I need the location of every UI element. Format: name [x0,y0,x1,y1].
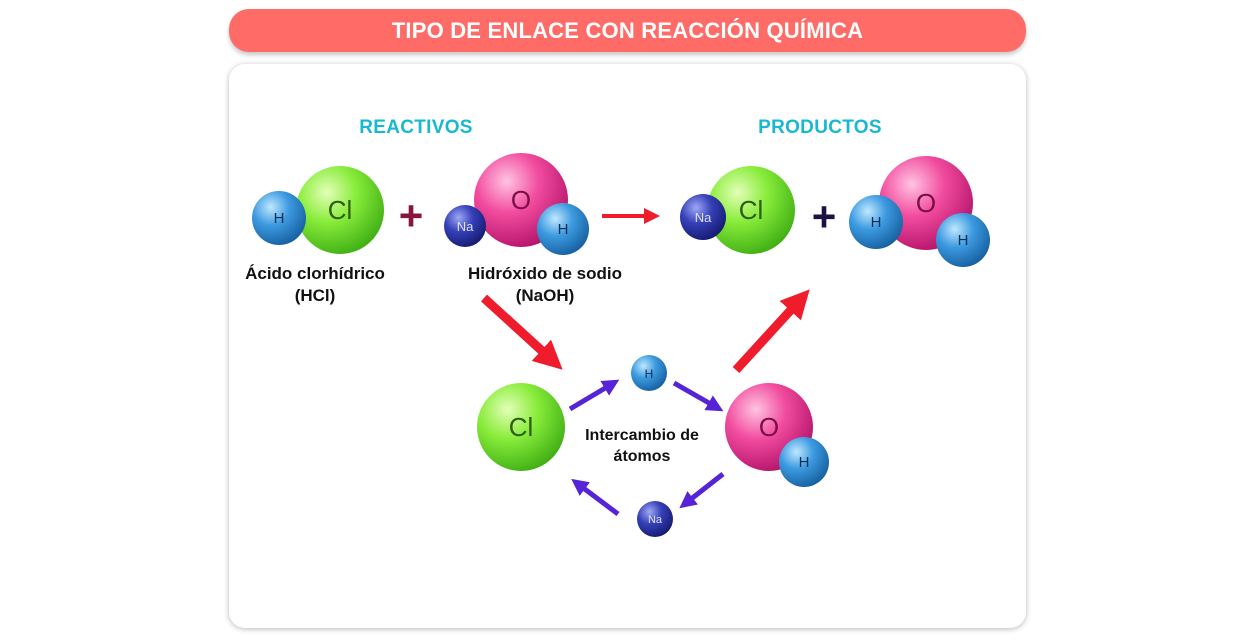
products-heading: PRODUCTOS [758,117,882,138]
exchange-hydrogen-atom: H [631,355,667,391]
sodium-atom: Na [444,205,486,247]
hydrogen-atom: H [779,437,829,487]
exchange-line-2: átomos [613,448,671,465]
naoh-molecule: O Na H [444,153,589,255]
atom-label: O [511,185,531,215]
atom-label: H [274,210,285,227]
exchange-hydroxide: O H [725,383,829,487]
atom-label: H [958,232,969,249]
naoh-name: Hidróxido de sodio [468,264,622,283]
atom-label: Cl [739,195,764,225]
atom-label: Na [648,514,663,526]
naoh-formula: (NaOH) [515,286,575,305]
atom-label: H [799,454,810,471]
water-molecule: O H H [849,156,990,267]
hydrogen-atom: H [252,191,306,245]
dissociation-arrow [480,294,563,370]
plus-operator: + [812,193,837,240]
exchange-arrow [568,379,620,412]
exchange-arrow [679,472,725,509]
hydrogen-atom: H [537,203,589,255]
atom-label: Na [695,210,712,225]
atom-label: H [871,214,882,231]
exchange-arrow [672,380,724,412]
hcl-formula: (HCl) [294,286,336,305]
diagram-card [229,64,1026,628]
hydrogen-atom: H [849,195,903,249]
plus-operator: + [399,192,424,239]
atom-label: H [645,367,654,381]
hcl-molecule: Cl H [252,166,384,254]
chlorine-atom: Cl [707,166,795,254]
hydrogen-atom: H [936,213,990,267]
exchange-line-1: Intercambio de [585,427,699,444]
atom-label: O [759,412,779,442]
atom-label: Cl [509,412,534,442]
sodium-atom: Na [680,194,726,240]
exchange-chlorine-atom: Cl [477,383,565,471]
atom-label: Na [457,219,474,234]
exchange-arrow [571,478,620,516]
page-title: TIPO DE ENLACE CON REACCIÓN QUÍMICA [229,9,1026,52]
atom-label: O [916,188,936,218]
exchange-label: Intercambio de átomos [570,425,714,467]
recombination-arrow [732,289,810,374]
atom-label: Cl [328,195,353,225]
reactants-heading: REACTIVOS [359,117,473,138]
nacl-molecule: Cl Na [680,166,795,254]
hcl-name: Ácido clorhídrico [245,264,385,283]
hcl-label: Ácido clorhídrico (HCl) [220,263,410,307]
naoh-label: Hidróxido de sodio (NaOH) [450,263,640,307]
exchange-sodium-atom: Na [637,501,673,537]
atom-label: H [558,221,569,238]
chlorine-atom: Cl [296,166,384,254]
